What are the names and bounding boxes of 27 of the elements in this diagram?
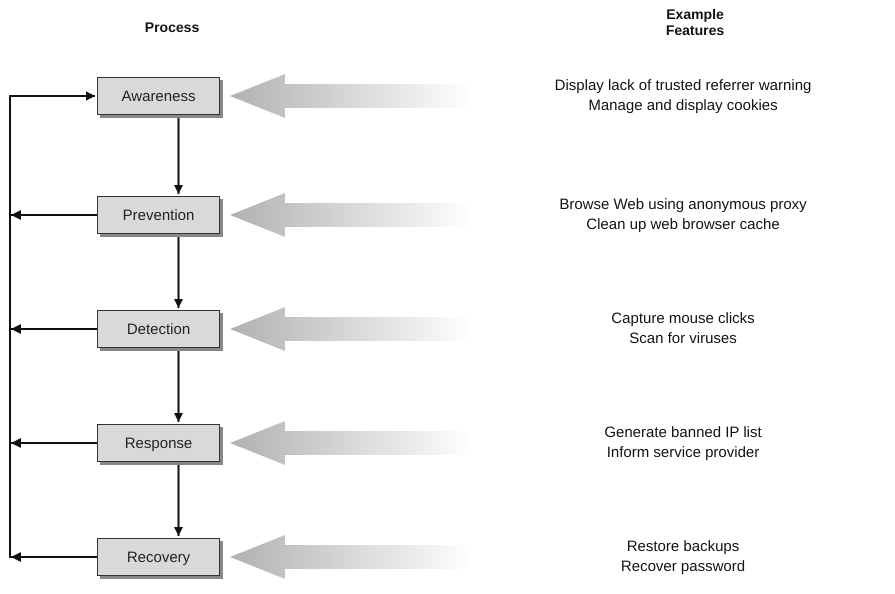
process-box [97, 77, 220, 115]
feature-text: Capture mouse clicks [611, 309, 755, 329]
feature-text: Browse Web using anonymous proxy [559, 195, 807, 215]
column-heading: Example Features [664, 6, 726, 38]
arrow [174, 236, 183, 308]
feature-text: Manage and display cookies [588, 96, 778, 116]
process-label: Prevention [122, 206, 194, 224]
feature-text: Recover password [620, 557, 746, 577]
feature-text: Generate banned IP list [604, 423, 762, 443]
feature-text: Inform service provider [606, 443, 760, 463]
process-label: Recovery [126, 548, 190, 566]
process-box [97, 196, 220, 234]
arrow [174, 464, 183, 536]
column-heading: Process [144, 19, 200, 35]
process-label: Response [124, 434, 192, 452]
process-box [97, 424, 220, 462]
process-box [97, 538, 220, 576]
feature-text: Restore backups [626, 537, 740, 557]
feature-text: Display lack of trusted referrer warning [554, 76, 812, 96]
arrow [174, 350, 183, 422]
arrow [9, 92, 97, 558]
feature-text: Scan for viruses [629, 329, 737, 349]
arrow [174, 117, 183, 194]
process-label: Awareness [122, 88, 196, 104]
process-label: Detection [126, 320, 190, 338]
feature-text: Clean up web browser cache [586, 215, 780, 235]
process-box [97, 310, 220, 348]
